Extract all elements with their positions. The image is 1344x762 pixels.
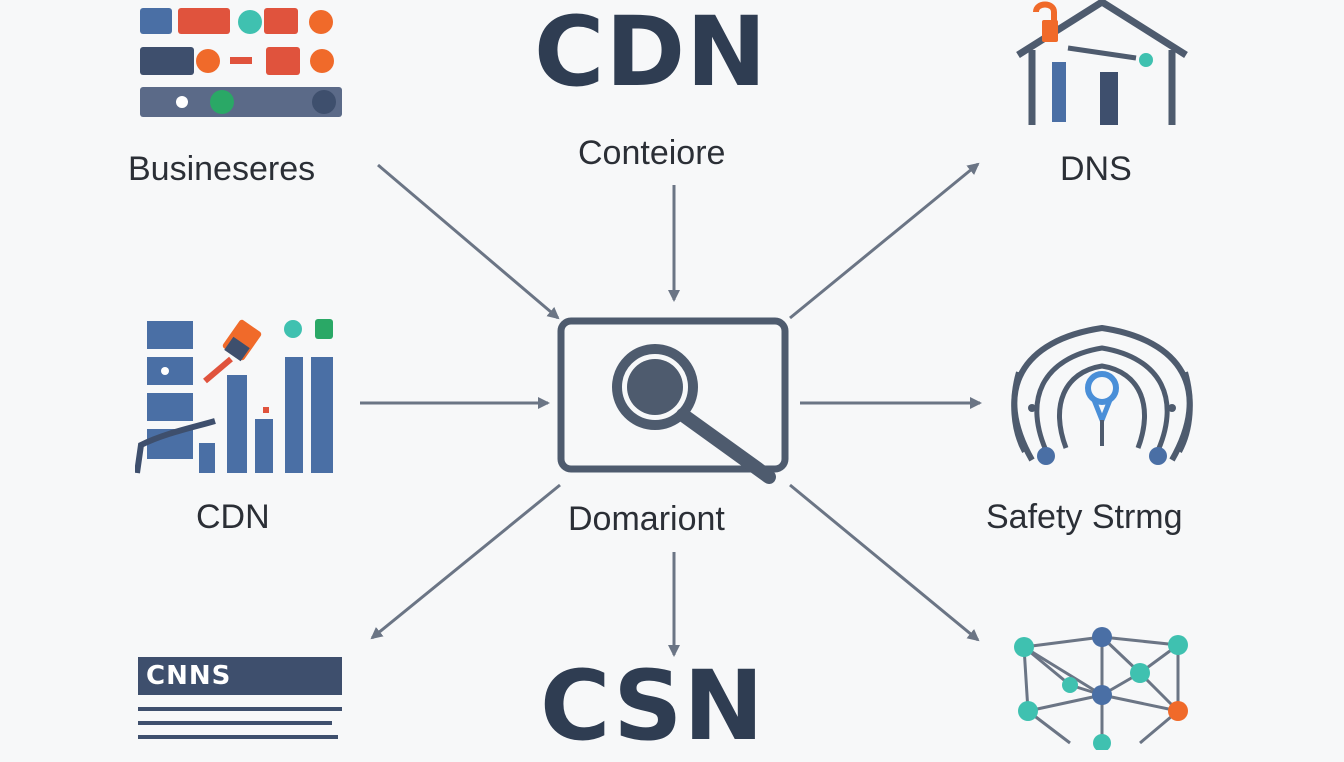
network-mesh-icon [1014, 627, 1188, 750]
title-top: CDN [534, 0, 768, 108]
cnns-badge-label: CNNS [146, 661, 232, 691]
arrow-bottom-left-out [370, 483, 561, 640]
node-mid-right-label: Safety Strmg [986, 498, 1183, 536]
cnns-badge: CNNS [138, 657, 342, 695]
node-top-left-label: Busineseres [128, 150, 316, 188]
doc-line-2 [138, 721, 332, 725]
blocks-icon [140, 8, 342, 117]
house-icon [1016, 0, 1188, 125]
doc-line-1 [138, 707, 342, 711]
center-label: Domariont [568, 500, 725, 538]
document-icon: CNNS [138, 657, 343, 750]
title-bottom: CSN [540, 650, 765, 762]
node-mid-left-label: CDN [196, 498, 270, 536]
shield-lock-icon [1011, 324, 1193, 465]
server-chart-icon [135, 319, 333, 474]
node-top-right-label: DNS [1060, 150, 1132, 188]
doc-line-3 [138, 735, 338, 739]
arrow-top-left-in [377, 163, 560, 320]
arrow-top-right-out [789, 162, 980, 320]
magnifier-icon [557, 317, 789, 484]
arrow-bottom-right-out [789, 483, 980, 642]
node-top-center-label: Conteiore [578, 134, 726, 172]
